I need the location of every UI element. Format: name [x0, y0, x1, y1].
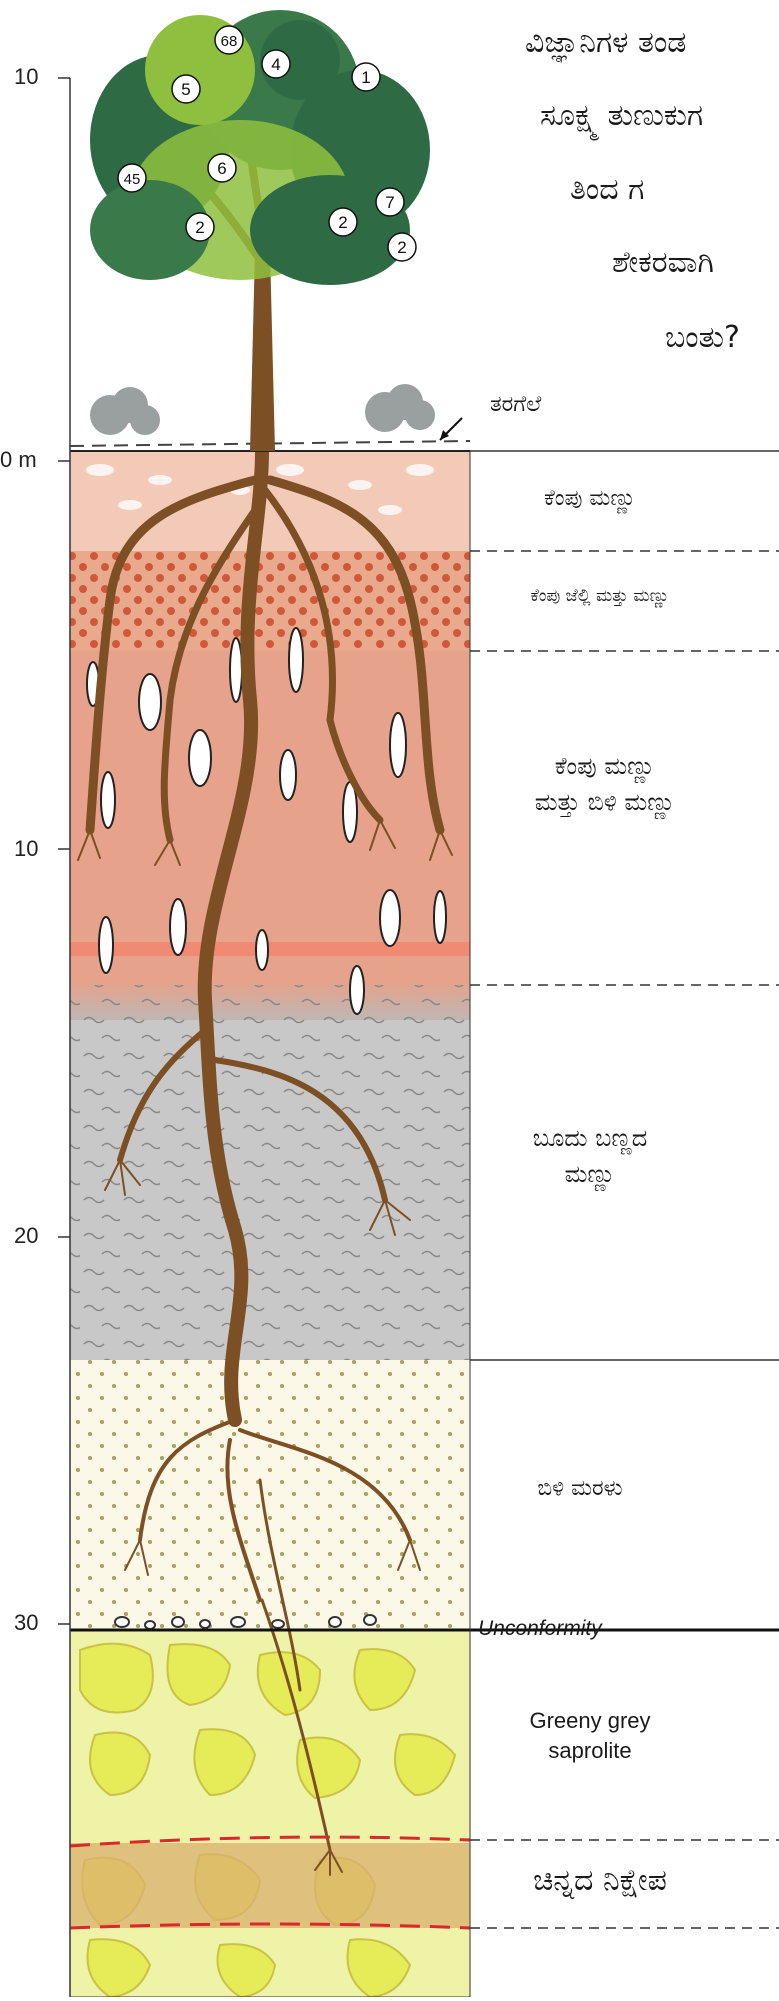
leaf-litter-label: ತರಗೆಲೆ — [490, 392, 541, 417]
header-line-5: ಬಂತು? — [665, 320, 740, 355]
leaf-marker-label: 7 — [385, 193, 394, 212]
leaf-marker-label: 5 — [181, 80, 190, 99]
layer-label-grey-clay: ಬೂದು ಬಣ್ಣದ ಮಣ್ಣು — [490, 1120, 690, 1192]
leaf-marker: 68 — [215, 26, 243, 54]
layer-label-text: ಕೆಂಪು ಮಣ್ಣು — [544, 486, 636, 511]
leaf-marker-label: 4 — [271, 55, 280, 74]
leaf-marker-label: 1 — [361, 68, 370, 87]
tree-trunk — [250, 250, 275, 451]
soil-column — [70, 451, 470, 1997]
layer-label-saprolite: Greeny grey saprolite — [490, 1706, 690, 1765]
tree-foliage — [90, 10, 430, 285]
depth-label-30: 30 — [14, 1610, 38, 1636]
layer-label-gold-deposit: ಚಿನ್ನದ ನಿಕ್ಷೇಪ — [480, 1858, 720, 1903]
layer-label-text-2: saprolite — [490, 1736, 690, 1766]
depth-label-0: 0 m — [0, 447, 37, 473]
header-line-2: ಸೂಕ್ಷ್ಮ ತುಣುಕುಗ — [540, 98, 703, 133]
layer-label-text: ಕೆಂಪು ಜೆಲ್ಲಿ ಮತ್ತು ಮಣ್ಣು — [531, 586, 670, 606]
header-line-4: ಶೇಕರವಾಗಿ — [612, 245, 714, 280]
leaf-marker-label: 2 — [195, 218, 204, 237]
leaf-marker: 6 — [208, 154, 236, 182]
layer-label-text: ಬಿಳಿ ಮರಳು — [537, 1476, 622, 1501]
leaf-marker: 4 — [262, 50, 290, 78]
layer-gold-deposit — [70, 1843, 470, 1928]
dot-pattern — [70, 1360, 470, 1630]
layer-red-white-soil — [70, 651, 470, 981]
layer-label-red-gravel: ಕೆಂಪು ಜೆಲ್ಲಿ ಮತ್ತು ಮಣ್ಣು — [470, 584, 730, 610]
leaf-marker-label: 2 — [397, 238, 406, 257]
leaf-marker: 2 — [186, 213, 214, 241]
shrub-left — [90, 387, 160, 435]
header-line-1: ವಿಜ್ಞಾನಿಗಳ ತಂಡ — [525, 25, 686, 60]
leaf-marker: 2 — [388, 233, 416, 261]
pink-band — [70, 942, 470, 956]
leaf-marker: 1 — [352, 63, 380, 91]
depth-label-20: 20 — [14, 1223, 38, 1249]
layer-label-text: ಕೆಂಪು ಮಣ್ಣು — [485, 748, 725, 784]
leaf-marker: 2 — [329, 208, 357, 236]
layer-label-text-2: ಮತ್ತು ಬಿಳಿ ಮಣ್ಣು — [485, 784, 725, 820]
leaf-marker-label: 6 — [217, 159, 226, 178]
header-line-3: ತಿಂದ ಗ — [570, 172, 644, 207]
layer-label-white-sand: ಬಿಳಿ ಮರಳು — [480, 1472, 680, 1505]
leaf-marker-label: 68 — [221, 33, 238, 50]
leaf-marker-label: 2 — [338, 213, 347, 232]
leaf-marker-label: 45 — [124, 171, 141, 188]
layer-label-text-2: ಮಣ್ಣು — [490, 1156, 690, 1192]
depth-label-10-above: 10 — [14, 64, 38, 90]
shrub-right — [365, 384, 435, 432]
leaf-marker: 45 — [118, 164, 146, 192]
depth-label-10: 10 — [14, 836, 38, 862]
layer-label-text: Greeny grey — [490, 1706, 690, 1736]
unconformity-label: Unconformity — [478, 1617, 602, 1641]
layer-label-text: ಚಿನ್ನದ ನಿಕ್ಷೇಪ — [533, 1863, 667, 1898]
layer-label-text: ಬೂದು ಬಣ್ಣದ — [490, 1120, 690, 1156]
layer-label-red-white-soil: ಕೆಂಪು ಮಣ್ಣು ಮತ್ತು ಬಿಳಿ ಮಣ್ಣು — [485, 748, 725, 820]
layer-label-red-soil: ಕೆಂಪು ಮಣ್ಣು — [480, 482, 700, 515]
depth-axis — [58, 78, 70, 1997]
leaf-marker: 7 — [376, 188, 404, 216]
leaf-marker: 5 — [172, 75, 200, 103]
